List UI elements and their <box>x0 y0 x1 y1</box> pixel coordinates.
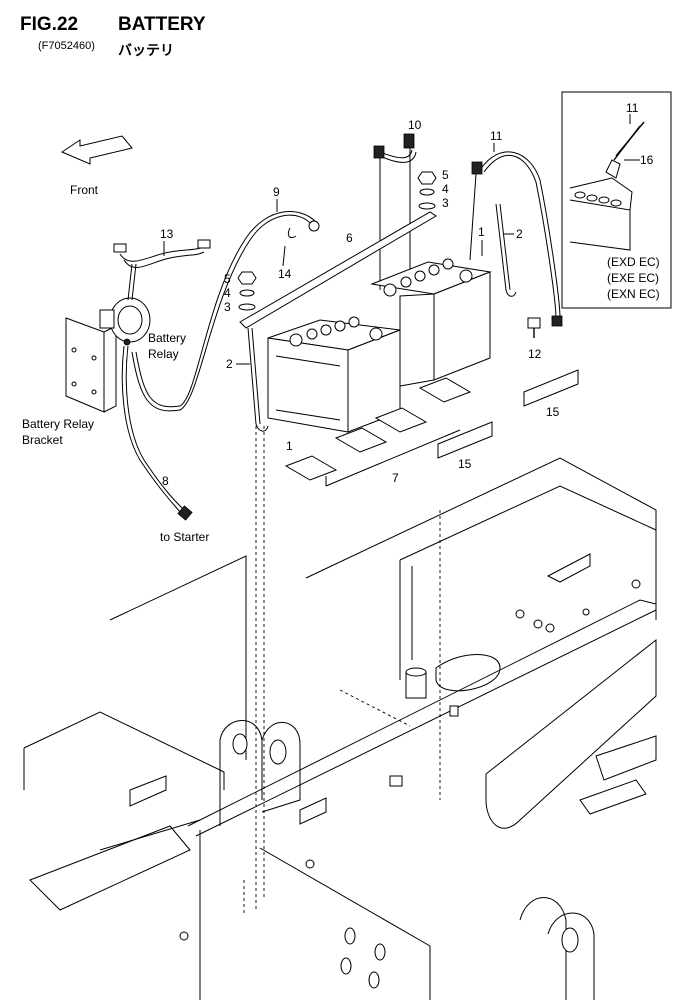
harness-13 <box>113 239 211 301</box>
callout-16: 16 <box>640 153 654 167</box>
cable-9 <box>131 211 320 412</box>
hold-down-bar-6 <box>239 211 437 329</box>
callout-2-right: 2 <box>516 227 523 241</box>
front-label: Front <box>70 183 99 197</box>
callout-11: 11 <box>490 129 503 143</box>
figure-title: BATTERY <box>118 14 206 35</box>
figure-number: FIG.22 <box>20 14 79 35</box>
machine-frame <box>23 485 657 1000</box>
callout-3-left: 3 <box>224 300 231 314</box>
cable-8 <box>121 345 193 521</box>
cable-11 <box>469 151 563 327</box>
mats-7 <box>284 377 472 487</box>
battery-relay-label-line2: Relay <box>148 347 179 361</box>
reference-outline-left <box>109 555 247 760</box>
callout-3-right: 3 <box>442 196 449 210</box>
callout-1-right: 1 <box>478 225 485 239</box>
cable-10 <box>373 133 417 290</box>
battery-relay-label-line1: Battery <box>148 331 186 345</box>
front-arrow-icon <box>60 135 133 165</box>
callout-9: 9 <box>273 185 280 199</box>
mounting-area-outline <box>305 457 657 579</box>
battery-relay <box>99 297 151 346</box>
callout-10: 10 <box>408 118 422 132</box>
battery-relay-bracket <box>65 317 117 413</box>
terminal-hardware-right <box>417 171 437 210</box>
callout-1-left: 1 <box>286 439 293 453</box>
bracket-label-line1: Battery Relay <box>22 417 94 431</box>
battery-left <box>267 316 401 433</box>
callout-12: 12 <box>528 347 542 361</box>
callout-15-left: 15 <box>458 457 472 471</box>
callout-5-left: 5 <box>224 272 231 286</box>
hold-down-rod-left <box>247 327 269 432</box>
inset-model-1: (EXD EC) <box>607 255 660 269</box>
callout-8: 8 <box>162 474 169 488</box>
hold-down-rod-right <box>495 203 517 297</box>
pad-15-left <box>437 421 493 459</box>
callout-15-right: 15 <box>546 405 560 419</box>
inset-model-3: (EXN EC) <box>607 287 660 301</box>
callout-13: 13 <box>160 227 174 241</box>
inset-frame <box>561 91 672 309</box>
callout-4-left: 4 <box>224 286 231 300</box>
callout-4-right: 4 <box>442 182 449 196</box>
bolt-12 <box>527 317 541 338</box>
terminal-hardware-left <box>237 271 257 311</box>
battery-right <box>370 258 492 387</box>
figure-code: (F7052460) <box>38 40 95 52</box>
callout-5-right: 5 <box>442 168 449 182</box>
callout-11-inset: 11 <box>626 101 639 115</box>
callout-6: 6 <box>346 231 353 245</box>
to-starter-label: to Starter <box>160 530 209 544</box>
callout-2-left: 2 <box>226 357 233 371</box>
figure-title-jp: バッテリ <box>118 42 174 58</box>
pad-15-right <box>523 369 579 407</box>
bolt-leader <box>339 689 411 727</box>
inset-model-2: (EXE EC) <box>607 271 659 285</box>
callout-14: 14 <box>278 267 292 281</box>
inset-battery-illustration <box>569 121 645 251</box>
callout-7: 7 <box>392 471 399 485</box>
bracket-label-line2: Bracket <box>22 433 63 447</box>
